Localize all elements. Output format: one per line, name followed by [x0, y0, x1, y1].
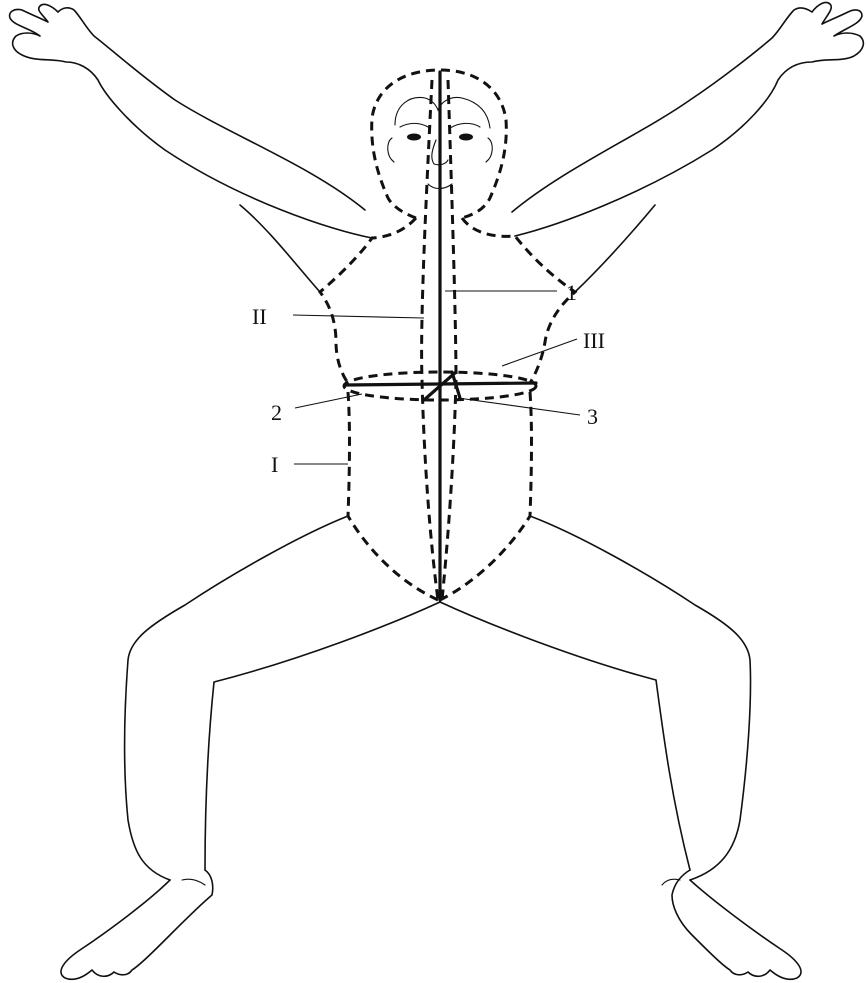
leader-III [502, 339, 577, 366]
right-armpit-outline [575, 205, 655, 292]
inner-right-dashed-line [442, 80, 456, 600]
left-abdomen-region [348, 392, 438, 600]
label-1: 1 [566, 280, 577, 305]
inner-left-dashed-line [422, 80, 438, 600]
right-ear [486, 138, 492, 162]
left-shoulder-region [320, 218, 416, 383]
leader-lines [293, 291, 580, 464]
right-eye [459, 134, 473, 141]
measurement-axes [346, 72, 536, 600]
right-abdomen-region [440, 392, 532, 600]
left-eyebrow [400, 123, 430, 128]
label-I: I [271, 452, 278, 477]
leader-3 [458, 398, 580, 415]
right-hip-outline [530, 516, 751, 880]
label-II: II [252, 304, 267, 329]
left-inner-leg-outline [205, 602, 440, 870]
right-eyebrow [450, 123, 480, 128]
body-outline [10, 2, 864, 979]
left-armpit-outline [240, 205, 320, 292]
right-arm-outline [512, 2, 863, 236]
labels: 1 II III 2 3 I [252, 280, 605, 477]
left-hip-outline [125, 516, 348, 880]
label-III: III [583, 328, 605, 353]
leader-2 [295, 394, 362, 408]
left-arm-outline [10, 4, 372, 238]
left-ear [388, 138, 394, 162]
left-foot-outline [61, 870, 213, 979]
label-3: 3 [587, 404, 598, 429]
leader-II [293, 315, 424, 318]
dashed-regions [320, 70, 575, 600]
left-ankle-mark [182, 879, 205, 885]
right-foot-outline [672, 870, 801, 979]
left-eye [407, 134, 421, 141]
right-inner-leg-outline [440, 602, 690, 870]
right-shoulder-region [462, 218, 575, 383]
label-2: 2 [271, 400, 282, 425]
